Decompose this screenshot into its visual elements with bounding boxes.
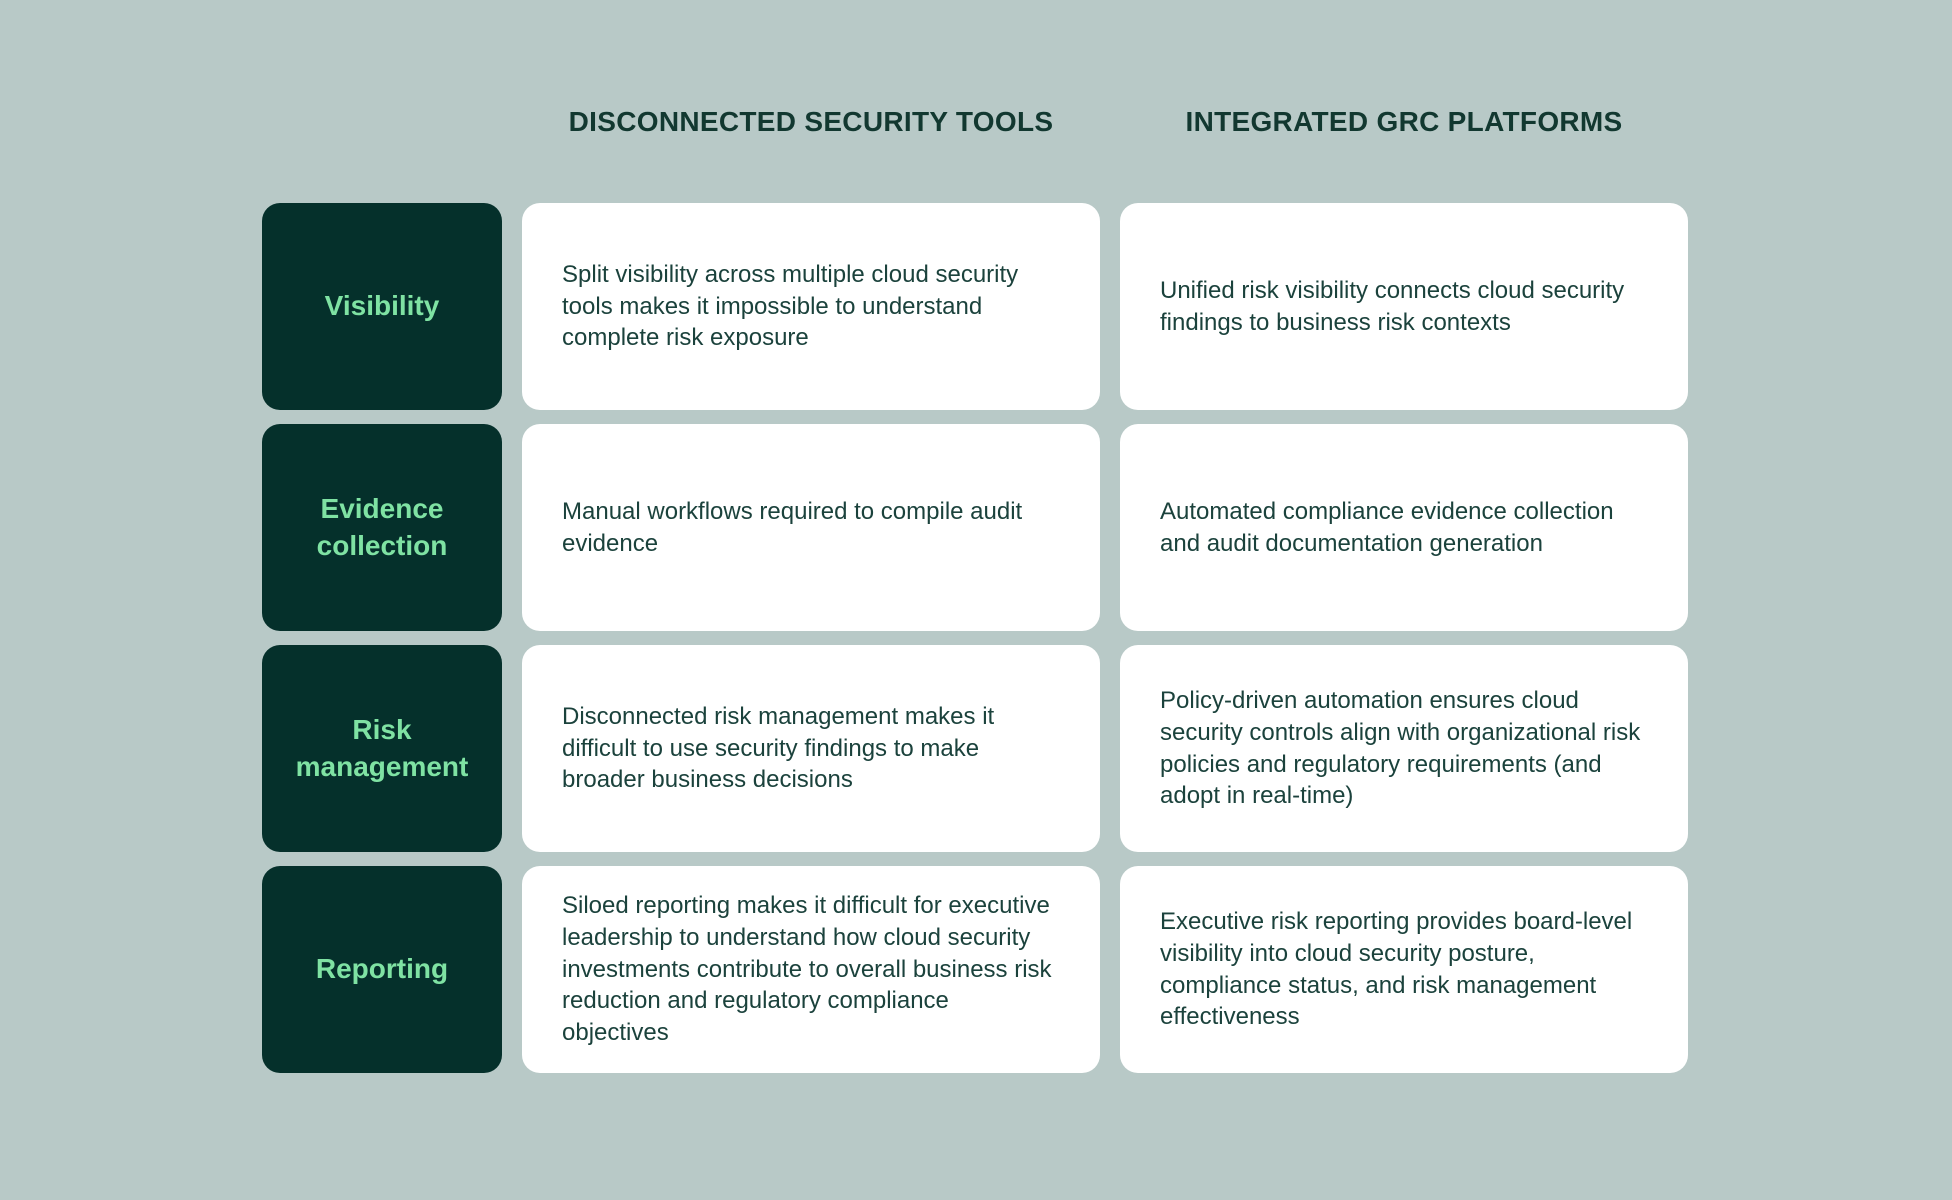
header-spacer xyxy=(262,106,502,138)
cell-reporting-disconnected: Siloed reporting makes it difficult for … xyxy=(522,866,1100,1073)
row-label-risk-management: Risk management xyxy=(262,645,502,852)
cell-risk-management-disconnected: Disconnected risk management makes it di… xyxy=(522,645,1100,852)
cell-evidence-collection-disconnected: Manual workflows required to compile aud… xyxy=(522,424,1100,631)
cell-visibility-disconnected: Split visibility across multiple cloud s… xyxy=(522,203,1100,410)
comparison-grid: Visibility Split visibility across multi… xyxy=(262,203,1688,1073)
column-header-integrated-grc-platforms: INTEGRATED GRC PLATFORMS xyxy=(1185,106,1623,137)
cell-text: Disconnected risk management makes it di… xyxy=(562,702,995,794)
cell-reporting-integrated: Executive risk reporting provides board-… xyxy=(1120,866,1688,1073)
cell-text: Policy-driven automation ensures cloud s… xyxy=(1160,687,1641,810)
cell-text: Executive risk reporting provides board-… xyxy=(1160,908,1633,1031)
cell-text: Unified risk visibility connects cloud s… xyxy=(1160,276,1625,336)
cell-risk-management-integrated: Policy-driven automation ensures cloud s… xyxy=(1120,645,1688,852)
cell-text: Manual workflows required to compile aud… xyxy=(562,497,1023,557)
cell-text: Split visibility across multiple cloud s… xyxy=(562,260,1019,352)
cell-evidence-collection-integrated: Automated compliance evidence collection… xyxy=(1120,424,1688,631)
row-label-reporting: Reporting xyxy=(262,866,502,1073)
row-label-evidence-collection: Evidence collection xyxy=(262,424,502,631)
column-header-disconnected-security-tools: DISCONNECTED SECURITY TOOLS xyxy=(568,106,1054,137)
column-header-row: DISCONNECTED SECURITY TOOLS INTEGRATED G… xyxy=(262,106,1688,138)
cell-text: Automated compliance evidence collection… xyxy=(1160,497,1614,557)
cell-visibility-integrated: Unified risk visibility connects cloud s… xyxy=(1120,203,1688,410)
row-label-visibility: Visibility xyxy=(262,203,502,410)
cell-text: Siloed reporting makes it difficult for … xyxy=(562,892,1052,1046)
